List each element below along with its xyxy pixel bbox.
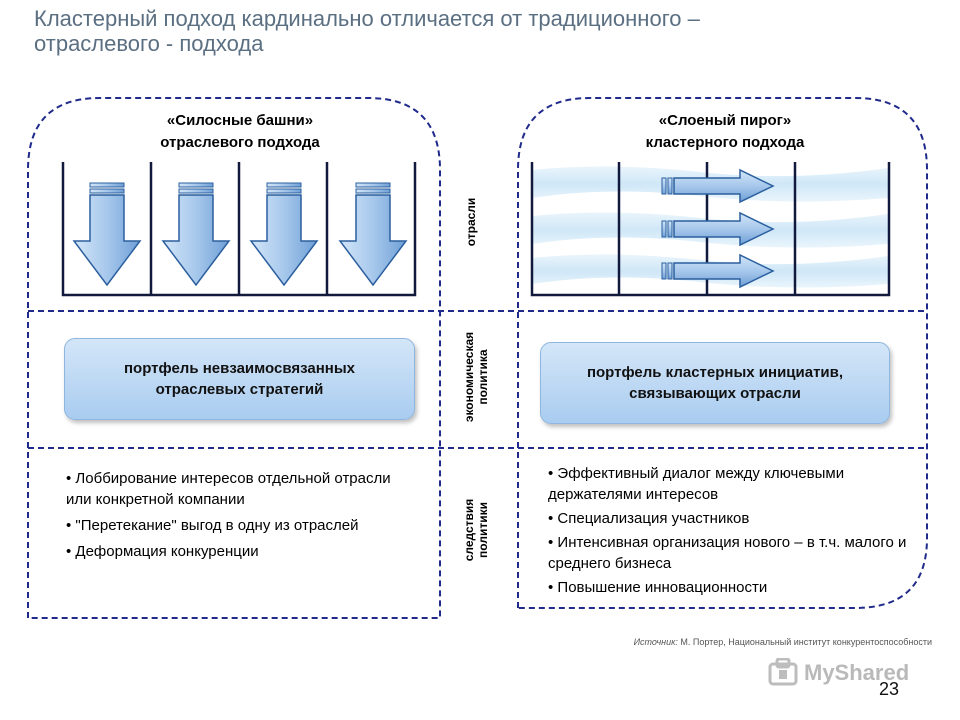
left-portfolio-box: портфель невзаимосвязанных отраслевых ст… bbox=[64, 338, 415, 420]
left-heading-line-1: «Силосные башни» bbox=[166, 112, 314, 129]
right-portfolio-line-1: портфель кластерных инициатив, bbox=[586, 364, 844, 381]
source-text: М. Портер, Национальный институт конкуре… bbox=[677, 637, 932, 647]
list-item: • Интенсивная организация нового – в т.ч… bbox=[548, 534, 907, 572]
list-item: • Эффективный диалог между ключевыми дер… bbox=[548, 465, 845, 503]
right-heading-line-2: кластерного подхода bbox=[645, 134, 805, 151]
row-label-econ-line-1: экономическая bbox=[462, 331, 476, 423]
right-consequences-list: • Эффективный диалог между ключевыми дер… bbox=[548, 463, 928, 601]
right-heading-line-1: «Слоеный пирог» bbox=[658, 112, 792, 129]
silo-arrow-2 bbox=[161, 182, 231, 287]
title-line-1: Кластерный подход кардинально отличается… bbox=[34, 6, 700, 31]
right-portfolio-line-2: связывающих отрасли bbox=[629, 385, 801, 402]
left-portfolio-line-1: портфель невзаимосвязанных bbox=[123, 360, 356, 377]
list-item: • Лоббирование интересов отдельной отрас… bbox=[66, 470, 391, 508]
cake-arrow-1 bbox=[661, 168, 775, 204]
silo-container bbox=[61, 162, 417, 297]
watermark-text: MyShared bbox=[804, 660, 910, 685]
title-line-2: отраслевого - подхода bbox=[34, 31, 264, 56]
row-label-econ-line-2: политика bbox=[476, 349, 490, 405]
list-item: • Повышение инновационности bbox=[548, 579, 768, 596]
silo-arrow-3 bbox=[249, 182, 319, 287]
silo-arrow-4 bbox=[338, 182, 408, 287]
silo-arrow-1 bbox=[72, 182, 142, 287]
row-label-cons-line-2: политики bbox=[476, 502, 490, 558]
cake-arrow-2 bbox=[661, 211, 775, 247]
row-label-cons-line-1: следствия bbox=[462, 498, 476, 562]
row-label-policy-consequences: следствия политики bbox=[462, 499, 490, 562]
source-note: Источник: М. Портер, Национальный инстит… bbox=[634, 637, 932, 647]
source-label: Источник: bbox=[633, 637, 678, 647]
list-item: • Деформация конкуренции bbox=[66, 543, 259, 560]
row-label-industries-text: отрасли bbox=[464, 197, 478, 247]
right-panel-heading: «Слоеный пирог» кластерного подхода bbox=[560, 110, 890, 154]
left-consequences-list: • Лоббирование интересов отдельной отрас… bbox=[66, 468, 416, 567]
watermark: MyShared bbox=[768, 658, 909, 688]
page-title: Кластерный подход кардинально отличается… bbox=[34, 6, 934, 56]
row-label-economic-policy: экономическая политика bbox=[462, 332, 490, 422]
list-item: • Специализация участников bbox=[548, 510, 750, 527]
left-heading-line-2: отраслевого подхода bbox=[160, 134, 320, 151]
left-panel-frame bbox=[27, 97, 441, 619]
cake-arrow-3 bbox=[661, 253, 775, 289]
watermark-logo-icon bbox=[768, 658, 798, 686]
left-panel-heading: «Силосные башни» отраслевого подхода bbox=[80, 110, 400, 154]
page-number: 23 bbox=[879, 679, 900, 699]
right-panel-frame bbox=[517, 97, 928, 609]
row-label-industries: отрасли bbox=[464, 198, 478, 247]
list-item: • "Перетекание" выгод в одну из отраслей bbox=[66, 517, 359, 534]
left-portfolio-line-2: отраслевых стратегий bbox=[155, 381, 324, 398]
right-portfolio-box: портфель кластерных инициатив, связывающ… bbox=[540, 342, 890, 424]
